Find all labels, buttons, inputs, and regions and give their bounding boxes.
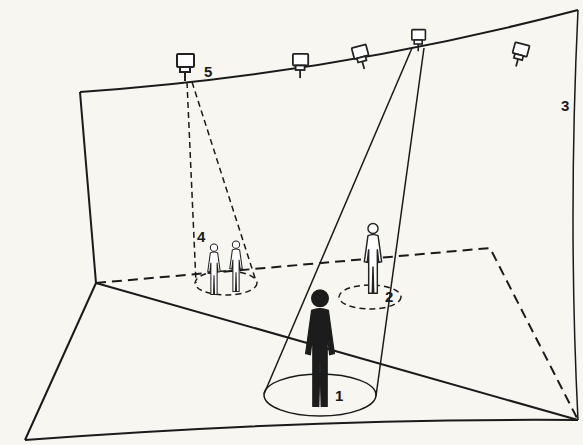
person-figures [208, 223, 382, 406]
camera-view-cone [187, 82, 401, 309]
callout-number: 3 [561, 98, 569, 113]
callout-number: 2 [385, 289, 393, 304]
camera-view-cone [264, 48, 424, 416]
callout-number: 1 [335, 388, 343, 403]
camera-row [177, 30, 530, 81]
callout-number: 5 [204, 64, 212, 79]
callout-number: 4 [197, 229, 205, 244]
room-outline [25, 10, 578, 440]
